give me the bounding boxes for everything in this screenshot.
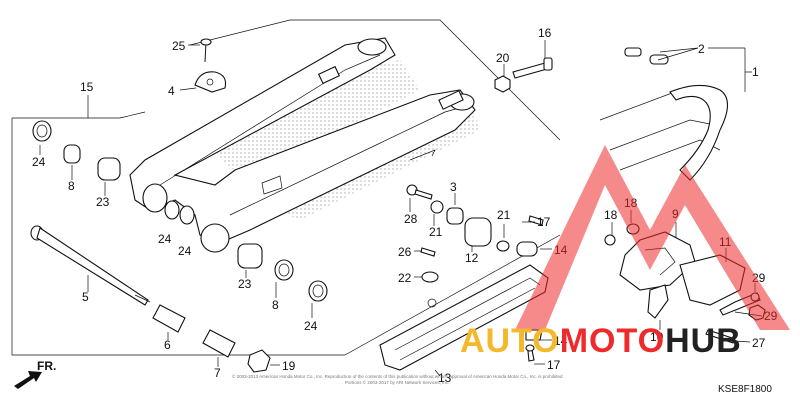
label-part-4: 4 xyxy=(168,84,175,98)
label-part-24d: 24 xyxy=(304,319,318,333)
collars xyxy=(152,304,271,373)
leader-lines xyxy=(39,40,763,377)
center-hardware xyxy=(406,184,544,283)
label-part-21: 21 xyxy=(429,225,443,239)
label-part-23: 23 xyxy=(96,195,110,209)
label-part-17: 17 xyxy=(537,215,551,229)
watermark-moto: MOTO xyxy=(560,322,665,360)
watermark-hub: HUB xyxy=(665,322,742,360)
label-part-24c: 24 xyxy=(178,244,192,258)
drive-chain xyxy=(599,47,729,181)
label-part-26: 26 xyxy=(398,245,412,259)
copyright-line-1: © 2003-2013 American Honda Motor Co., In… xyxy=(232,373,563,379)
watermark-auto: AUTO xyxy=(460,322,560,360)
bearings-left xyxy=(32,120,328,302)
label-part-12: 12 xyxy=(465,251,479,265)
front-label: FR. xyxy=(37,359,56,373)
label-part-15: 15 xyxy=(80,80,94,94)
label-part-19: 19 xyxy=(282,359,296,373)
label-part-6: 6 xyxy=(164,338,171,352)
label-part-8b: 8 xyxy=(272,298,279,312)
label-part-3: 3 xyxy=(450,180,457,194)
label-part-16: 16 xyxy=(538,26,552,40)
swingarm xyxy=(129,37,480,253)
copyright-line-2: Portions © 2003-2017 by ARI Network Serv… xyxy=(345,379,449,385)
label-part-24a: 24 xyxy=(32,155,46,169)
label-part-8: 8 xyxy=(68,179,75,193)
label-part-25: 25 xyxy=(172,39,186,53)
label-part-5: 5 xyxy=(82,290,89,304)
label-part-13: 13 xyxy=(438,371,452,385)
label-part-17b: 17 xyxy=(547,358,561,372)
clamp-4 xyxy=(194,38,227,93)
front-direction-arrow: FR. xyxy=(14,359,56,389)
label-part-22: 22 xyxy=(398,271,412,285)
label-part-23b: 23 xyxy=(238,277,252,291)
chain-link-clip xyxy=(624,47,642,57)
label-part-14b: 14 xyxy=(554,334,568,348)
label-part-28: 28 xyxy=(404,212,418,226)
bolt-16 xyxy=(494,57,553,93)
watermark-text: AUTOMOTOHUB xyxy=(460,322,742,360)
label-part-20: 20 xyxy=(496,51,510,65)
label-part-21b: 21 xyxy=(497,208,511,222)
label-part-10: 10 xyxy=(650,330,664,344)
label-part-2: 2 xyxy=(698,42,705,56)
pivot-bolt xyxy=(30,225,151,306)
label-part-1: 1 xyxy=(752,65,759,79)
watermark: AUTOMOTOHUB xyxy=(460,145,790,360)
label-part-7: 7 xyxy=(214,366,221,380)
watermark-triangle-logo xyxy=(515,145,790,330)
label-part-27: 27 xyxy=(752,336,766,350)
diagram-code: KSE8F1800 xyxy=(718,384,772,395)
label-part-18: 18 xyxy=(604,208,618,222)
label-part-24b: 24 xyxy=(158,232,172,246)
